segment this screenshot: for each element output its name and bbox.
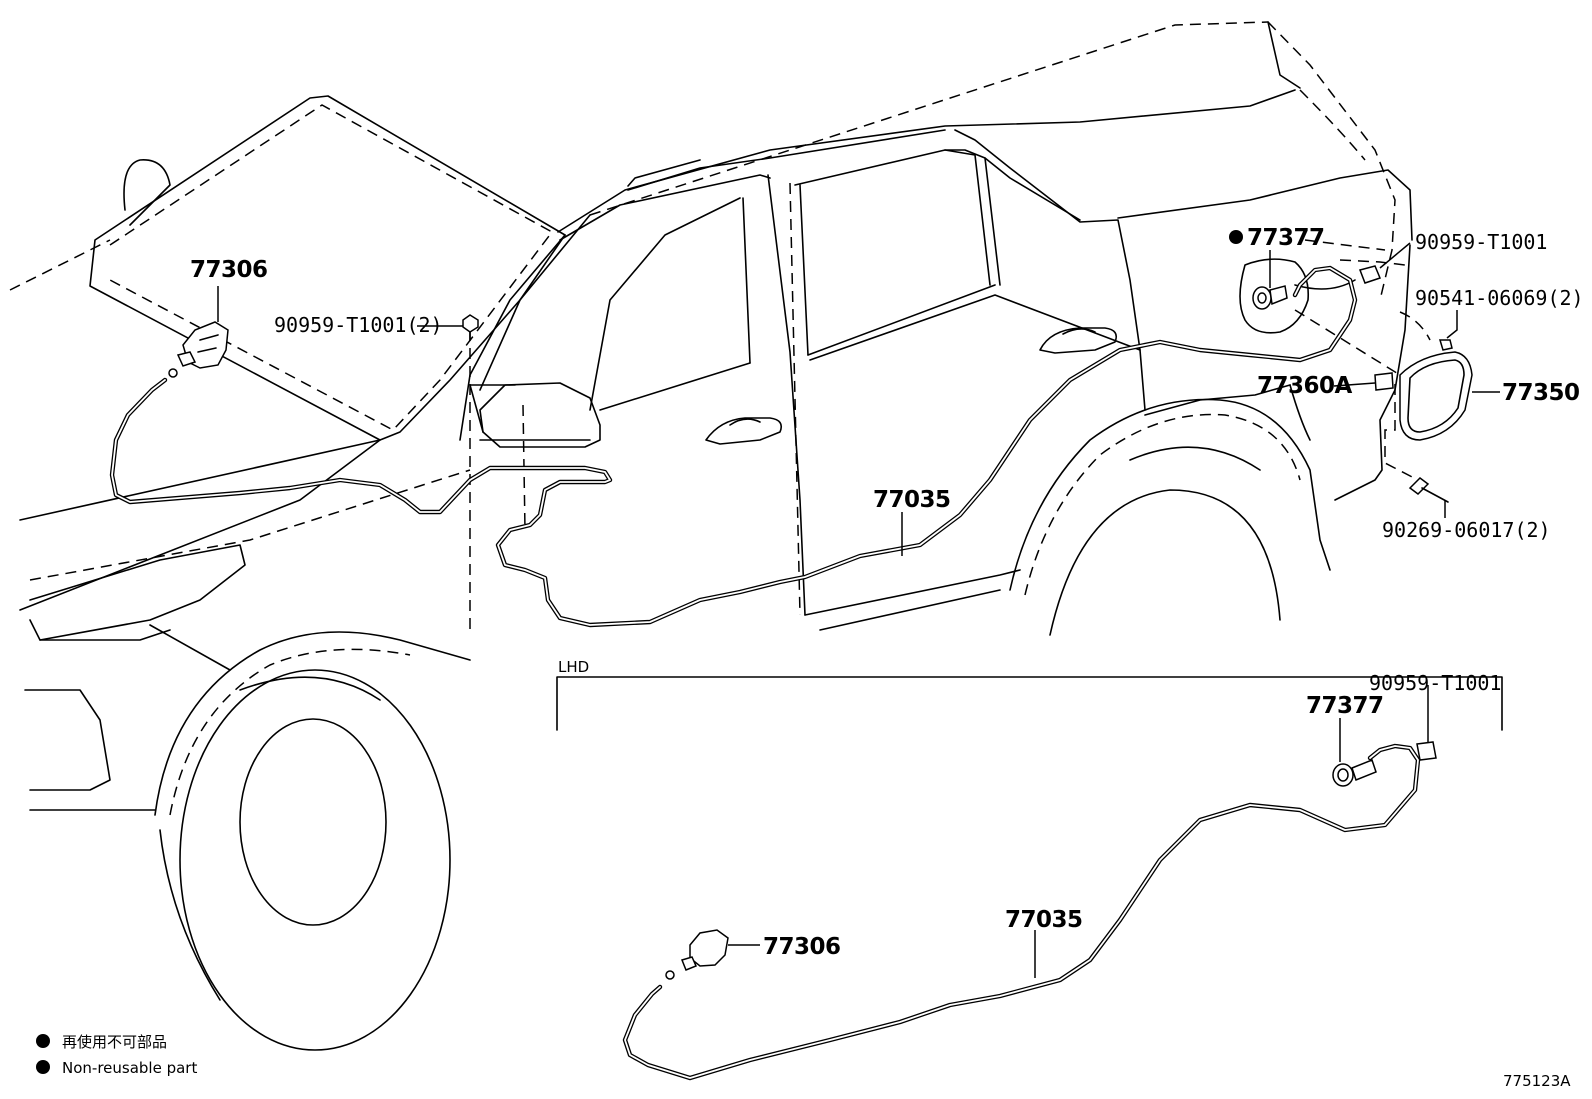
clip-front-part (462, 314, 479, 341)
legend-bullet-jp (36, 1034, 50, 1048)
reference-dashes (469, 239, 1431, 635)
fuel-lid-lock-part (1252, 285, 1288, 310)
label-90959-front: 90959-T1001(2) (274, 313, 443, 337)
fuel-lid-opener-lever-part (168, 321, 229, 378)
label-77035: 77035 (873, 487, 951, 513)
label-77360a: 77360A (1257, 373, 1353, 399)
main-fuel-lid-cable (109, 265, 1358, 628)
label-77306: 77306 (190, 257, 268, 283)
legend-en: Non-reusable part (62, 1059, 197, 1077)
label-77377: 77377 (1247, 225, 1325, 251)
label-77035-lhd: 77035 (1005, 907, 1083, 933)
non-reusable-marker (1229, 230, 1243, 244)
lhd-label: LHD (558, 658, 589, 676)
label-77306-lhd: 77306 (763, 934, 841, 960)
label-90959-rear: 90959-T1001 (1415, 230, 1547, 254)
part-labels: 77306 90959-T1001(2) 77377 90959-T1001 9… (190, 225, 1584, 960)
label-90541: 90541-06069(2) (1415, 286, 1584, 310)
screw-part (1408, 477, 1449, 503)
label-77350: 77350 (1502, 380, 1580, 406)
lhd-parts (665, 741, 1437, 980)
fuel-filler-door-part (1399, 351, 1473, 441)
label-90959-lhd: 90959-T1001 (1369, 671, 1501, 695)
nut-part (1438, 339, 1453, 351)
vehicle-outline (9, 21, 1413, 1051)
diagram-id: 775123A (1503, 1072, 1571, 1090)
main-leaders (217, 242, 1500, 556)
legend: 再使用不可部品 Non-reusable part (36, 1033, 197, 1077)
legend-bullet-en (36, 1060, 50, 1074)
legend-jp: 再使用不可部品 (62, 1033, 167, 1051)
lhd-fuel-lid-cable (622, 743, 1421, 1081)
label-77377-lhd: 77377 (1306, 693, 1384, 719)
hinge-part (1374, 372, 1394, 391)
lhd-bracket (556, 676, 1503, 731)
label-90269: 90269-06017(2) (1382, 518, 1551, 542)
clip-rear-part (1359, 265, 1382, 284)
lhd-leaders (728, 685, 1429, 978)
